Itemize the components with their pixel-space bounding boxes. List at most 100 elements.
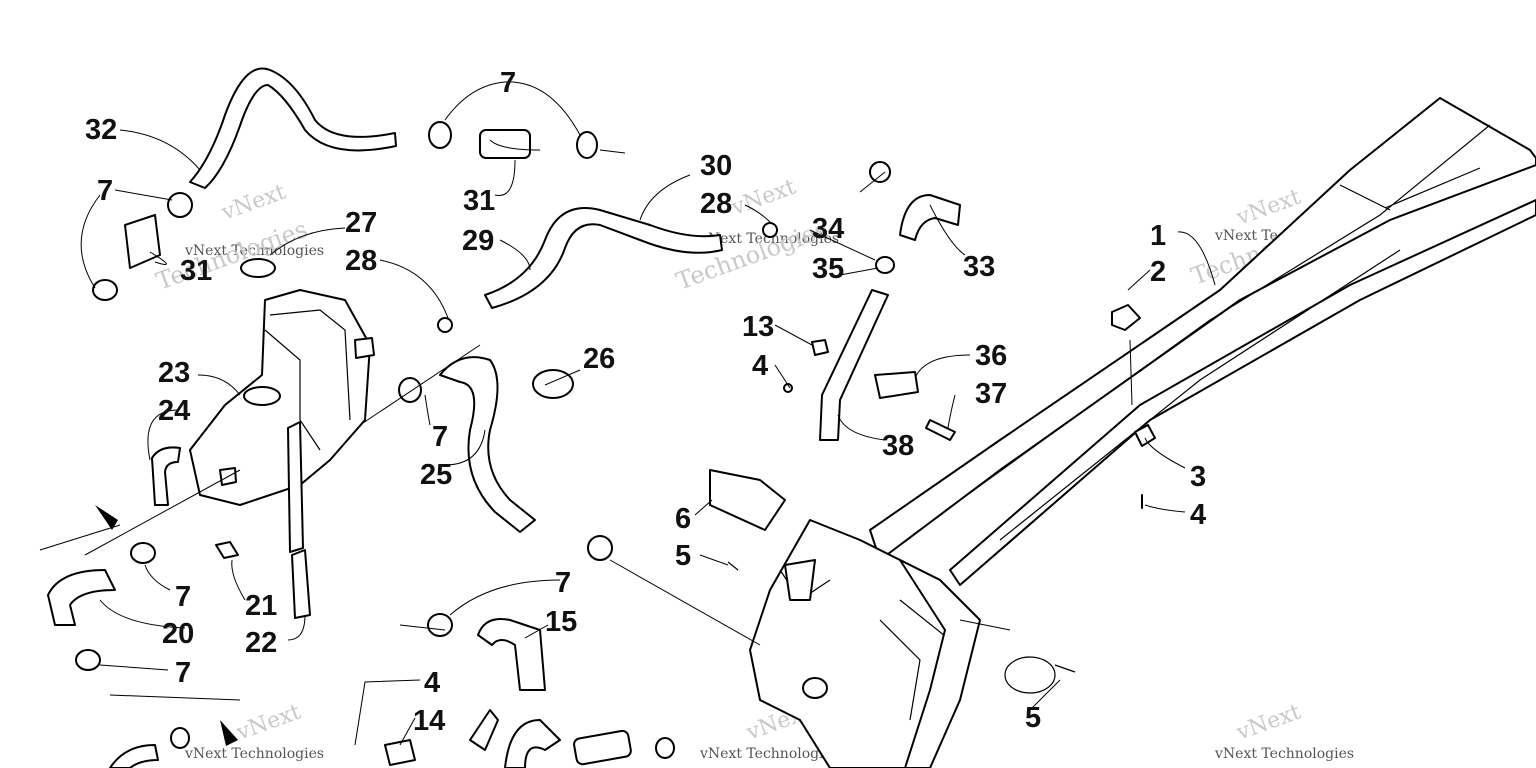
hose-15 [477, 618, 546, 691]
watermark-vnext: vNext [1233, 700, 1305, 746]
callout-4: 4 [1190, 499, 1206, 531]
hoses [47, 67, 961, 768]
callout-13: 13 [742, 311, 774, 343]
callout-31: 31 [463, 185, 495, 217]
tunnel-rail-edge [999, 249, 1401, 541]
hose-clamp [427, 613, 453, 637]
coolant-tank [189, 258, 375, 506]
hose-clamp [92, 279, 118, 301]
spring-clamp-26 [532, 369, 574, 399]
callout-numbers: 32 7 31 7 31 27 28 29 30 28 34 35 33 13 … [85, 67, 1206, 737]
callout-21: 21 [245, 590, 277, 622]
clamps [75, 121, 895, 759]
gasket-outline [1004, 656, 1056, 694]
callout-28: 28 [700, 188, 732, 220]
watermark-vnext-technologies: vNext Technologies [184, 746, 324, 762]
hose-38 [819, 289, 889, 441]
callout-6: 6 [675, 503, 691, 535]
hose-clamp [576, 131, 598, 159]
bracket-2 [1111, 304, 1141, 331]
hose-clamp [167, 192, 193, 218]
callout-25: 25 [420, 459, 452, 491]
hose-coupler-31 [479, 129, 531, 159]
hose-clamp [587, 535, 613, 561]
screw-4 [783, 383, 793, 393]
callout-26: 26 [583, 343, 615, 375]
hose-29-30 [484, 207, 723, 309]
hose-clamp [75, 649, 101, 671]
clip-28 [437, 317, 453, 333]
direction-arrow [95, 505, 118, 530]
hose-clamp [428, 121, 452, 149]
hose-clamp [398, 377, 422, 403]
callout-27: 27 [345, 207, 377, 239]
callout-23: 23 [158, 357, 190, 389]
direction-arrow [220, 720, 238, 746]
clip-28 [762, 222, 778, 238]
bracket-36 [874, 371, 919, 399]
bracket-22 [291, 549, 311, 619]
callout-7: 7 [175, 581, 191, 613]
clip-14 [384, 739, 416, 766]
tunnel-lower-rail [949, 199, 1536, 586]
frame-bracket [784, 559, 816, 601]
hose-20 [47, 569, 116, 626]
bumper-3 [1134, 424, 1156, 447]
callout-5: 5 [675, 540, 691, 572]
callout-15: 15 [545, 606, 577, 638]
callout-5: 5 [1025, 702, 1041, 734]
callout-20: 20 [162, 618, 194, 650]
hose-clamp [130, 542, 156, 564]
watermark-vnext-technologies: vNext Technologies [699, 231, 839, 247]
bolt-21 [215, 541, 239, 559]
watermark-vnext: vNext [728, 175, 800, 221]
callout-4: 4 [424, 667, 440, 699]
callout-1: 1 [1150, 220, 1166, 252]
callout-3: 3 [1190, 461, 1206, 493]
callout-28: 28 [345, 245, 377, 277]
watermark-vnext-technologies: vNext Technologies [184, 243, 324, 259]
strap-23 [287, 421, 304, 553]
callout-14: 14 [413, 705, 445, 737]
watermark-vnext-technologies: vNext Technologies [1214, 746, 1354, 762]
leader-lines [39, 81, 1216, 746]
callout-34: 34 [812, 213, 844, 245]
filler-neck [243, 386, 281, 406]
bolt-37 [925, 419, 956, 441]
callout-7: 7 [97, 175, 113, 207]
clamp-35 [875, 256, 895, 274]
callout-4: 4 [752, 350, 768, 382]
clip-13 [811, 339, 829, 356]
watermark-vnext: vNext [233, 700, 305, 746]
tunnel-rail [869, 97, 1536, 561]
bracket-lower [469, 709, 499, 751]
callout-22: 22 [245, 627, 277, 659]
callout-2: 2 [1150, 256, 1166, 288]
hose-24 [151, 446, 181, 506]
callout-36: 36 [975, 340, 1007, 372]
callout-7: 7 [175, 657, 191, 689]
hose-coupler-lower [573, 729, 632, 766]
sleeve-6 [709, 469, 786, 531]
hose-clamp [170, 727, 190, 749]
tunnel-rail-edge [959, 124, 1491, 501]
tunnel-assembly [869, 97, 1536, 586]
watermark-technologies: Technologies [672, 215, 831, 296]
callout-7: 7 [432, 421, 448, 453]
radiator-cap [240, 258, 276, 278]
watermark-vnext: vNext [218, 180, 290, 226]
hose-lower-left [109, 744, 159, 768]
callout-31: 31 [180, 255, 212, 287]
callout-33: 33 [963, 251, 995, 283]
hose-lower-center [504, 719, 561, 768]
callout-37: 37 [975, 378, 1007, 410]
hardware [215, 304, 1156, 766]
hose-clamp [655, 737, 675, 759]
callout-29: 29 [462, 225, 494, 257]
tunnel-rail-edge [1339, 167, 1481, 211]
callout-38: 38 [882, 430, 914, 462]
tank-fitting [354, 337, 375, 359]
hose-clamp [802, 677, 828, 699]
callout-30: 30 [700, 150, 732, 182]
